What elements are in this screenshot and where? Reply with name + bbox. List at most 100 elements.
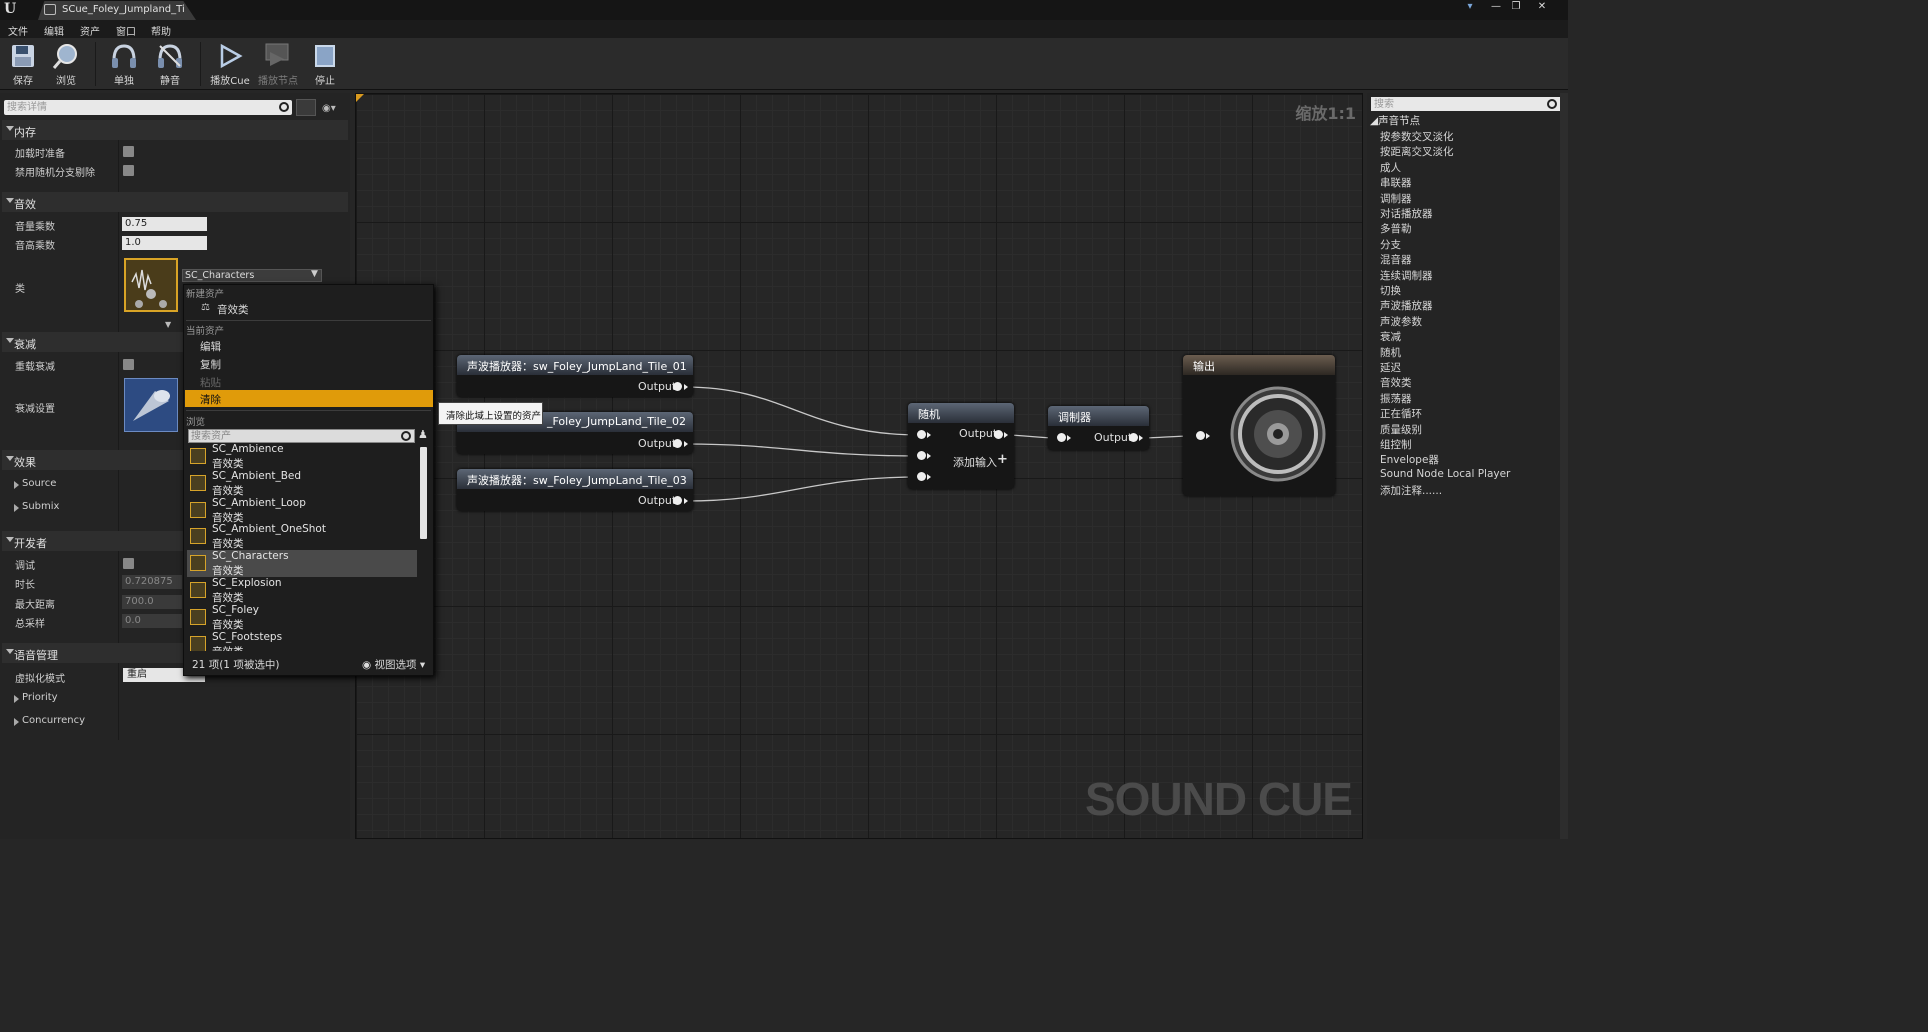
palette-item[interactable]: 随机 xyxy=(1380,346,1401,359)
browse-button[interactable]: 浏览 xyxy=(43,38,89,90)
document-tab[interactable] xyxy=(38,1,196,20)
solo-button[interactable]: 单独 xyxy=(101,38,147,90)
disable-random-culling-checkbox[interactable] xyxy=(123,165,134,176)
output-pin[interactable] xyxy=(673,496,682,505)
asset-search-box[interactable] xyxy=(188,429,415,443)
sound-class-combo[interactable]: SC_Characters ▼ xyxy=(182,269,322,282)
asset-list-item[interactable]: SC_Footsteps音效类 xyxy=(187,631,417,651)
input-pin-1[interactable] xyxy=(917,430,926,439)
details-search-input[interactable] xyxy=(7,101,277,114)
palette-item[interactable]: 音效类 xyxy=(1380,377,1412,390)
property-matrix-button[interactable] xyxy=(296,99,316,116)
palette-item[interactable]: 按参数交叉淡化 xyxy=(1380,131,1454,143)
palette-item[interactable]: 按距离交叉淡化 xyxy=(1380,146,1454,159)
input-pin[interactable] xyxy=(1196,431,1205,440)
wave-player-node-3[interactable]: 声波播放器：sw_Foley_JumpLand_Tile_03 Output xyxy=(457,469,693,511)
output-pin[interactable] xyxy=(673,382,682,391)
concurrency-label[interactable]: Concurrency xyxy=(22,715,86,726)
palette-item[interactable]: 对话播放器 xyxy=(1380,208,1433,220)
palette-item[interactable]: 声波参数 xyxy=(1380,315,1422,328)
menu-window[interactable]: 窗口 xyxy=(116,27,136,38)
output-node[interactable]: 输出 xyxy=(1183,355,1335,496)
palette-item[interactable]: 添加注释...... xyxy=(1380,485,1443,498)
details-search-box[interactable] xyxy=(4,100,292,115)
clear-item[interactable]: 清除 xyxy=(185,390,433,407)
sound-class-thumbnail[interactable] xyxy=(124,258,178,312)
palette-item[interactable]: Envelope器 xyxy=(1380,454,1439,467)
palette-item[interactable]: 切换 xyxy=(1380,285,1401,297)
user-filter-icon[interactable]: ♟ xyxy=(418,428,428,441)
palette-item[interactable]: 分支 xyxy=(1380,238,1401,251)
add-input-label[interactable]: 添加输入 xyxy=(953,456,997,469)
mute-button[interactable]: 静音 xyxy=(147,38,193,90)
expand-arrow-icon[interactable] xyxy=(14,504,19,512)
restore-button[interactable]: ❐ xyxy=(1511,1,1521,12)
view-options-button[interactable]: ◉ 视图选项 ▾ xyxy=(362,659,426,671)
palette-item[interactable]: 正在循环 xyxy=(1380,408,1422,421)
palette-item[interactable]: 调制器 xyxy=(1380,192,1412,205)
volume-multiplier-field[interactable]: 0.75 xyxy=(122,217,207,231)
unreal-logo-icon[interactable]: U xyxy=(4,1,17,17)
palette-item[interactable]: 串联器 xyxy=(1380,177,1412,190)
close-button[interactable]: ✕ xyxy=(1537,1,1547,12)
debug-checkbox[interactable] xyxy=(123,558,134,569)
minimize-button[interactable]: — xyxy=(1491,1,1501,12)
output-pin[interactable] xyxy=(673,439,682,448)
palette-item[interactable]: 延迟 xyxy=(1380,362,1401,374)
pitch-multiplier-field[interactable]: 1.0 xyxy=(122,236,207,250)
feedback-icon[interactable]: ▾ xyxy=(1467,1,1473,12)
stop-button[interactable]: 停止 xyxy=(302,38,348,90)
menu-file[interactable]: 文件 xyxy=(8,27,28,38)
add-input-plus-icon[interactable]: + xyxy=(997,452,1008,467)
palette-item[interactable]: 组控制 xyxy=(1380,439,1412,451)
copy-item[interactable]: 复制 xyxy=(200,359,221,371)
eye-icon[interactable]: ◉▾ xyxy=(322,103,336,114)
effects-submix-label[interactable]: Submix xyxy=(22,501,60,512)
save-button[interactable]: 保存 xyxy=(0,38,46,90)
input-pin-3[interactable] xyxy=(917,472,926,481)
menu-asset[interactable]: 资产 xyxy=(80,27,100,38)
palette-item[interactable]: 连续调制器 xyxy=(1380,269,1433,282)
prime-on-load-checkbox[interactable] xyxy=(123,146,134,157)
palette-item[interactable]: 混音器 xyxy=(1380,254,1412,267)
palette-item[interactable]: Sound Node Local Player xyxy=(1380,467,1511,480)
output-pin[interactable] xyxy=(1129,433,1138,442)
output-pin[interactable] xyxy=(994,430,1003,439)
wave-player-node-1[interactable]: 声波播放器：sw_Foley_JumpLand_Tile_01 Output xyxy=(457,355,693,397)
new-sound-class-item[interactable]: 音效类 xyxy=(217,304,249,316)
menu-help[interactable]: 帮助 xyxy=(151,27,171,38)
sound-cue-graph[interactable]: 缩放1:1 SOUND CUE 声波播放器：sw_Foley_JumpLand_… xyxy=(355,93,1363,839)
input-pin[interactable] xyxy=(1057,433,1066,442)
expand-advanced-icon[interactable]: ▼ xyxy=(165,320,172,329)
play-node-button[interactable]: 播放节点 xyxy=(255,38,301,90)
menu-edit[interactable]: 编辑 xyxy=(44,27,64,38)
modulator-node[interactable]: 调制器 Output xyxy=(1048,406,1149,450)
input-pin-2[interactable] xyxy=(917,451,926,460)
expand-arrow-icon[interactable] xyxy=(14,695,19,703)
random-node[interactable]: 随机 Output 添加输入 + xyxy=(908,403,1014,489)
play-cue-button[interactable]: 播放Cue xyxy=(207,38,253,90)
override-attenuation-checkbox[interactable] xyxy=(123,359,134,370)
edit-item[interactable]: 编辑 xyxy=(200,341,221,353)
palette-item[interactable]: 质量级别 xyxy=(1380,423,1422,436)
expand-arrow-icon[interactable] xyxy=(14,481,19,489)
palette-search-box[interactable] xyxy=(1371,97,1560,111)
attenuation-thumbnail[interactable] xyxy=(124,378,178,432)
effects-source-label[interactable]: Source xyxy=(22,478,57,489)
expand-arrow-icon[interactable] xyxy=(14,718,19,726)
palette-category-sound-nodes[interactable]: ◢声音节点 xyxy=(1370,115,1421,127)
asset-list-scrollbar[interactable] xyxy=(420,447,427,539)
paste-item[interactable]: 粘贴 xyxy=(200,377,221,389)
palette-search-input[interactable] xyxy=(1374,97,1544,111)
asset-search-input[interactable] xyxy=(191,430,391,442)
palette-item[interactable]: 衰减 xyxy=(1380,331,1401,344)
category-sound[interactable]: 音效 xyxy=(2,192,348,212)
category-memory[interactable]: 内存 xyxy=(2,120,348,140)
